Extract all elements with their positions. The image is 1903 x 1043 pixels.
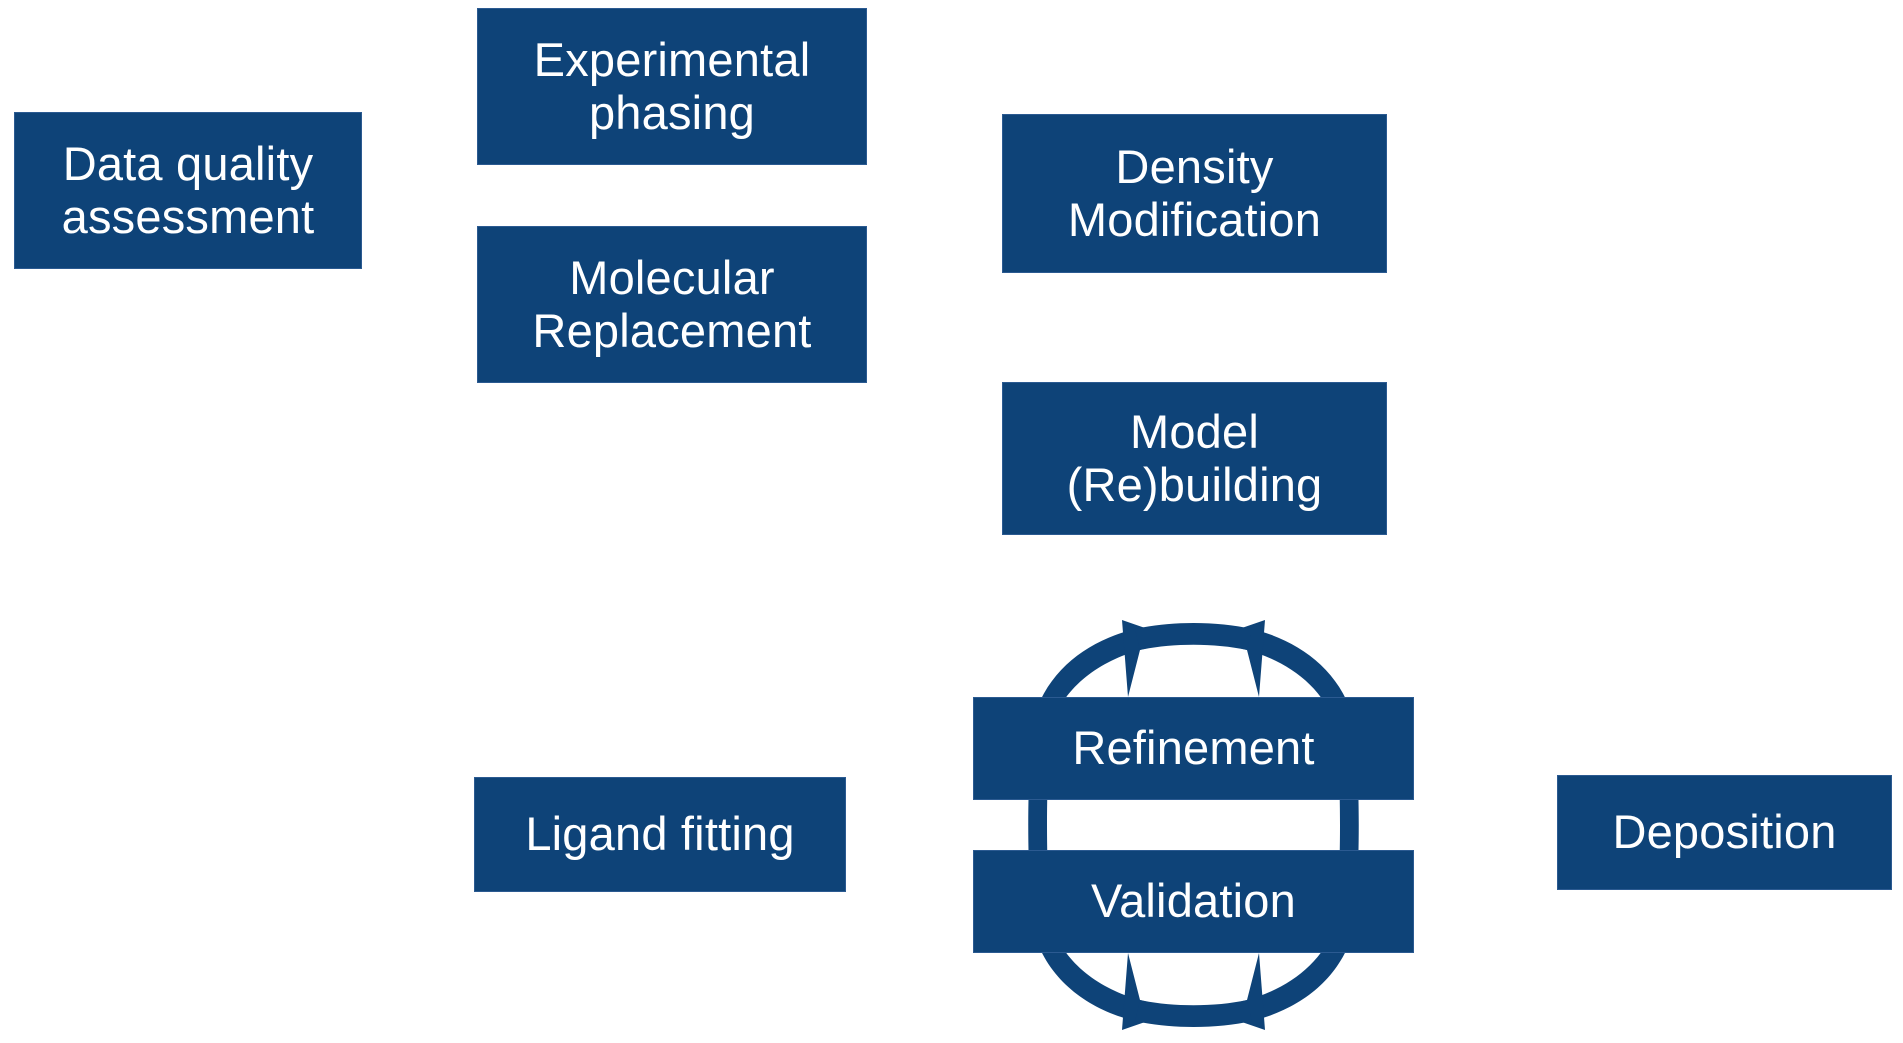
cycle-arc-bottom-span-icon <box>1135 1000 1252 1027</box>
node-molecular-replacement[interactable]: Molecular Replacement <box>477 226 867 383</box>
node-deposition[interactable]: Deposition <box>1557 775 1892 890</box>
node-experimental-phasing[interactable]: Experimental phasing <box>477 8 867 165</box>
node-model-rebuilding[interactable]: Model (Re)building <box>1002 382 1387 535</box>
cycle-arc-top-span-icon <box>1135 623 1252 650</box>
node-ligand-fitting[interactable]: Ligand fitting <box>474 777 846 892</box>
node-validation[interactable]: Validation <box>973 850 1414 953</box>
node-refinement[interactable]: Refinement <box>973 697 1414 800</box>
node-density-modification[interactable]: Density Modification <box>1002 114 1387 273</box>
node-data-quality-assessment[interactable]: Data quality assessment <box>14 112 362 269</box>
